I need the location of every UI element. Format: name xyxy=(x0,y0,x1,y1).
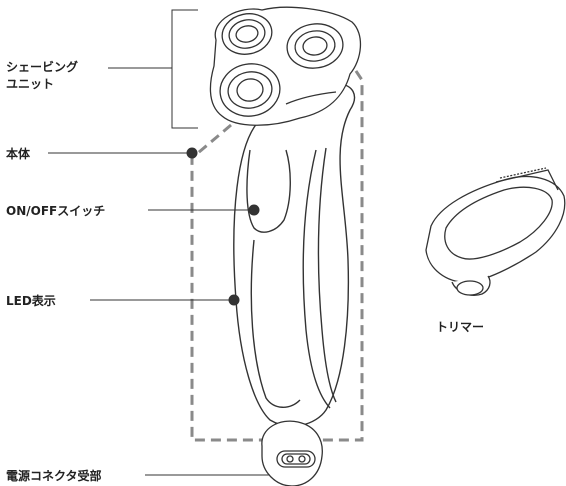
label-shaving-unit: シェービング ユニット xyxy=(6,59,78,93)
label-shaving-unit-line2: ユニット xyxy=(6,77,55,91)
power-connector xyxy=(261,420,323,486)
label-on-off-switch: ON/OFFスイッチ xyxy=(6,204,106,218)
trimmer-illustration xyxy=(425,167,566,296)
label-led-display: LED表示 xyxy=(6,294,56,308)
label-body: 本体 xyxy=(6,147,31,161)
body-dot xyxy=(186,147,198,159)
label-power-connector: 電源コネクタ受部 xyxy=(6,469,102,483)
led-dot xyxy=(228,294,240,306)
label-shaving-unit-line1: シェービング xyxy=(6,60,79,74)
leader-lines xyxy=(48,147,270,476)
switch-dot xyxy=(248,204,260,216)
shaver-body xyxy=(233,83,356,427)
shaving-head xyxy=(209,6,362,126)
label-trimmer: トリマー xyxy=(436,320,485,334)
shaving-unit-bracket xyxy=(108,9,198,129)
